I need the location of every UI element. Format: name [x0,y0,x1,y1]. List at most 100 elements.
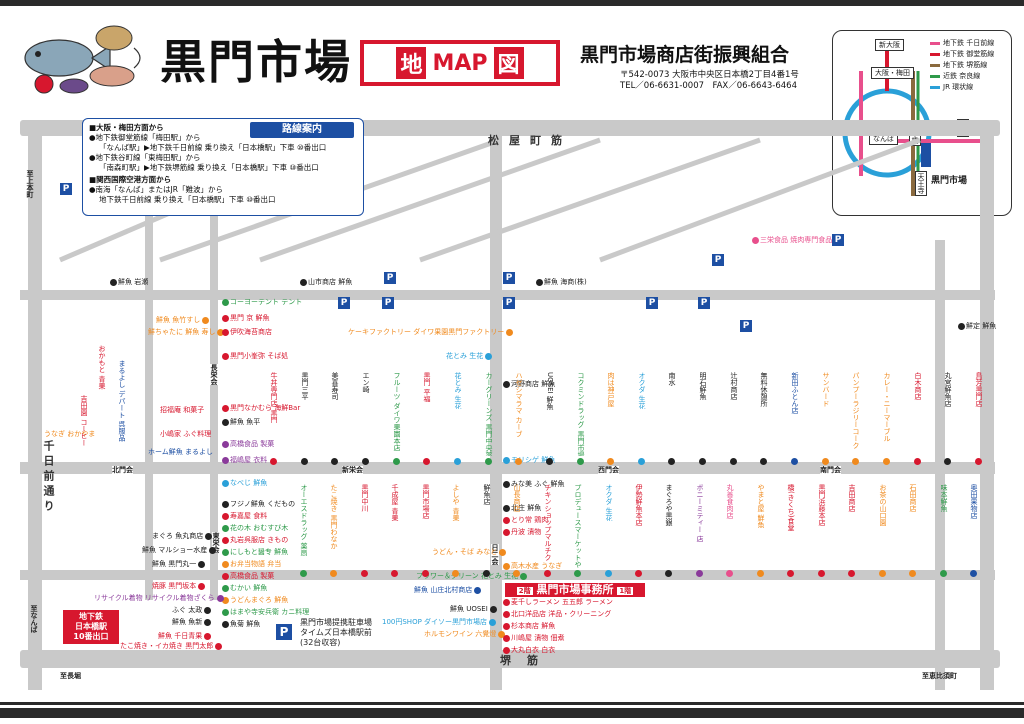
shop-label: オーエスドラッグ 薬局 [300,484,308,557]
shop-marker-dot [422,570,429,577]
area-nishimon: 西門会 [598,466,619,474]
station-line1: 地下鉄 [79,612,103,621]
shop-marker-dot [914,458,921,465]
shop-marker-dot [787,570,794,577]
parking-icon: P [832,234,844,246]
shop-label: うどん・そば みなと [432,548,507,556]
shop-label: 南水 [668,372,676,386]
shop-marker-dot [513,570,520,577]
shop-label: 北口洋品店 洋品・クリーニング [503,610,611,618]
legend-item: 地下鉄 千日前線 [930,38,994,49]
shop-marker-dot [605,570,612,577]
shop-marker-dot [791,458,798,465]
shop-label: 黒門 京 鮮魚 [222,314,269,322]
shop-label: コーヨーテント テント [222,298,302,306]
parking-info-line: (32台収容) [300,638,341,647]
shop-marker-dot [393,458,400,465]
guide-line: 「なんば駅」▶地下鉄千日前線 乗り換え「日本橋駅」下車 ⑩番出口 [99,143,327,152]
shop-marker-dot [760,458,767,465]
parking-icon: P [740,320,752,332]
shop-marker-dot [607,458,614,465]
partner-parking-info: 黒門市場提携駐車場 タイムズ日本橋駅前 (32台収容) [300,618,372,648]
shop-label: 黒門三平 [301,372,309,400]
guide-line: 「南森町駅」▶地下鉄堺筋線 乗り換え「日本橋駅」下車 ⑩番出口 [99,163,319,172]
area-shinsaka: 新栄会 [342,466,363,474]
shop-label: 川嶋屋 漬物 佃煮 [503,634,564,642]
area-kitamon: 北門会 [112,466,133,474]
shop-label: 鮮魚 海商(株) [536,278,587,286]
shop-marker-dot [361,570,368,577]
legend-item: 近鉄 奈良線 [930,71,994,82]
shop-label: 麦千しラーメン 五五郎 ラーメン [503,598,613,606]
to-uehonmachi: 至上本町 [26,170,34,198]
guide-line: 地下鉄千日前線 乗り換え「日本橋駅」下車 ⑩番出口 [99,195,276,204]
shop-label: おかもと 青果 [98,345,106,390]
area-minamimon: 南門会 [820,466,841,474]
shop-label: なべじ 鮮魚 [222,479,267,487]
area-higashisakae: 東栄会 [212,532,220,553]
shop-label: ふぐ 太政 [172,606,212,614]
shop-marker-dot [883,458,890,465]
shop-label: 鮮魚 山庄北村商店 [414,586,482,594]
shop-label: ホーム鮮魚 まるよし [148,448,214,456]
shop-label: 明石鮮魚 [699,372,707,400]
shop-label: うなぎ おかやま [44,430,96,438]
shop-marker-dot [300,570,307,577]
shop-label: みな美 ふぐ 鮮魚 [503,480,564,488]
shop-marker-dot [330,570,337,577]
shop-marker-dot [635,570,642,577]
legend-item: JR 環状線 [930,82,994,93]
shop-marker-dot [944,458,951,465]
shop-label: 鮮魚 岩瀬 [110,278,148,286]
shop-marker-dot [452,570,459,577]
guide-line: ■大阪・梅田方面から [89,123,164,132]
shop-label: 鮮魚 千日青果 [158,632,212,640]
shop-label: 千成屋 青果 [391,484,399,522]
shop-label: 奥田果物店 [970,484,978,519]
shop-label: モリシゲ 鮮魚 [503,456,555,464]
shop-label: 鮮魚 魚平 [222,418,260,426]
shop-label: 鮮ちゃたに 鮮魚 寿し [148,328,225,336]
shop-label: 小嶋家 ふぐ料理 [160,430,212,438]
shop-marker-dot [546,458,553,465]
shop-label: 美喜寿司 [331,372,339,400]
shop-label: 魚菊 鮮魚 [222,620,260,628]
shop-marker-dot [301,458,308,465]
shop-label: お茶の山口園 [879,484,887,526]
shop-label: サンバード [822,372,830,407]
shop-label: 橋(きくち)食堂 [787,484,795,532]
street-label-matsuyamachi: 松屋町筋 [488,134,572,147]
legend-item: 地下鉄 堺筋線 [930,60,994,71]
shop-marker-dot [668,458,675,465]
shop-label: カーグリーンズ 黒門中央薬局 [485,372,493,456]
shop-marker-dot [726,570,733,577]
to-ebisucho: 至恵比須町 [922,672,957,680]
parking-info-line: 黒門市場提携駐車場 [300,618,372,627]
shop-label: ハゼシマラマ カーブ [515,372,523,438]
shop-label: 黒門中川 [361,484,369,512]
street-west [28,120,42,690]
parking-icon: P [503,272,515,284]
street-sennichimae-row [20,462,995,474]
parking-icon: P [338,297,350,309]
shop-label: UOSEI 鮮魚 [546,372,554,410]
shop-marker-dot [822,458,829,465]
shop-label: たこ焼き 黒門わなか [330,484,338,550]
fish-illustration [24,25,141,94]
shop-label: コクミンドラッグ 黒門市場店 [577,372,585,456]
shop-label: 吉田園 コーヒー [80,395,88,447]
parking-icon: P [646,297,658,309]
office-label: 黒門市場事務所 [536,583,614,596]
shop-label: オクダ 生花 [605,484,613,522]
street-row-south [20,570,995,580]
shop-label: 鮮魚店 [483,484,491,505]
shop-label: 高木水産 うなぎ [503,562,562,570]
shop-marker-dot [696,570,703,577]
office-floor-1: 1階 [617,587,634,595]
shop-label: 肉は神戸屋 [607,372,615,407]
header-top-bar [0,0,1024,6]
shop-label: 辻村商店 [730,372,738,400]
shop-label: 大丸白衣 白衣 [503,646,555,654]
shop-label: とり常 鶏肉 [503,516,548,524]
phone-line: TEL／06-6631-0007 FAX／06-6643-6464 [620,81,797,91]
